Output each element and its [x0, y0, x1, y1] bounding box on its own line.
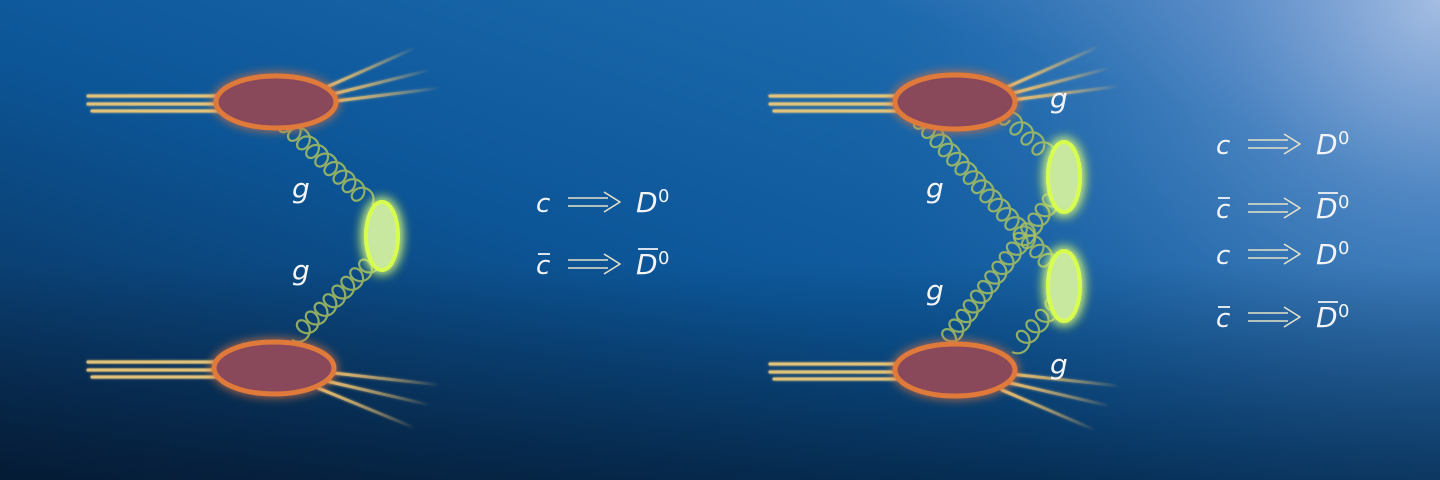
- quark-label: c: [1216, 304, 1230, 334]
- hadronization-arrow-icon: [1248, 133, 1301, 155]
- meson-label: D: [636, 248, 658, 281]
- output-row: c D 0: [536, 248, 669, 281]
- beam-bottom: [768, 362, 907, 381]
- beam-top: [86, 94, 227, 113]
- hadronization-arrow-icon: [568, 253, 621, 275]
- gluon-label: g: [926, 274, 944, 307]
- output-row: c D 0: [1216, 128, 1349, 161]
- gluon-label: g: [292, 254, 310, 287]
- charm-production-vertex: [1046, 249, 1082, 323]
- remnant-spray-top: [318, 46, 442, 104]
- charm-production-vertex: [364, 200, 400, 272]
- panel-single-parton: g g c D 0 c D 0: [86, 46, 669, 430]
- proton: [892, 341, 1018, 399]
- remnant-spray-bottom: [316, 370, 442, 430]
- hadronization-arrow-icon: [1248, 197, 1301, 219]
- meson-superscript: 0: [658, 186, 669, 207]
- hadronization-arrow-icon: [568, 191, 621, 213]
- proton: [211, 339, 337, 397]
- output-row: c D 0: [1216, 192, 1349, 225]
- beam-top: [768, 94, 907, 113]
- meson-label: D: [636, 186, 658, 219]
- quark-label: c: [1216, 241, 1230, 271]
- remnant-spray-top: [1003, 44, 1122, 102]
- gluon-coil: [939, 183, 1066, 353]
- meson-superscript: 0: [1338, 238, 1349, 259]
- quark-label: c: [1216, 195, 1230, 225]
- meson-superscript: 0: [658, 248, 669, 269]
- panel-double-parton: g g g g c D 0 c D 0 c D 0 c: [768, 44, 1349, 432]
- quark-label: c: [536, 189, 550, 219]
- output-row: c D 0: [1216, 238, 1349, 271]
- gluon-label: g: [1050, 82, 1068, 115]
- gluon-coil: [291, 249, 382, 343]
- meson-label: D: [1316, 238, 1338, 271]
- hadronization-arrow-icon: [1248, 306, 1301, 328]
- gluon-label: g: [926, 172, 944, 205]
- gluon-coil: [912, 114, 1062, 273]
- quark-label: c: [1216, 131, 1230, 161]
- gluon-coil: [277, 118, 375, 206]
- meson-superscript: 0: [1338, 192, 1349, 213]
- meson-superscript: 0: [1338, 301, 1349, 322]
- meson-label: D: [1316, 301, 1338, 334]
- meson-label: D: [1316, 128, 1338, 161]
- remnant-spray-bottom: [1000, 372, 1122, 432]
- hadronization-arrow-icon: [1248, 243, 1301, 265]
- gluon-label: g: [292, 172, 310, 205]
- output-row: c D 0: [1216, 301, 1349, 334]
- gluon-label: g: [1050, 348, 1068, 381]
- beam-bottom: [86, 360, 224, 379]
- meson-label: D: [1316, 192, 1338, 225]
- proton: [892, 72, 1018, 132]
- meson-superscript: 0: [1338, 128, 1349, 149]
- charm-production-vertex: [1046, 140, 1082, 214]
- output-row: c D 0: [536, 186, 669, 219]
- quark-label: c: [536, 251, 550, 281]
- proton: [213, 73, 339, 131]
